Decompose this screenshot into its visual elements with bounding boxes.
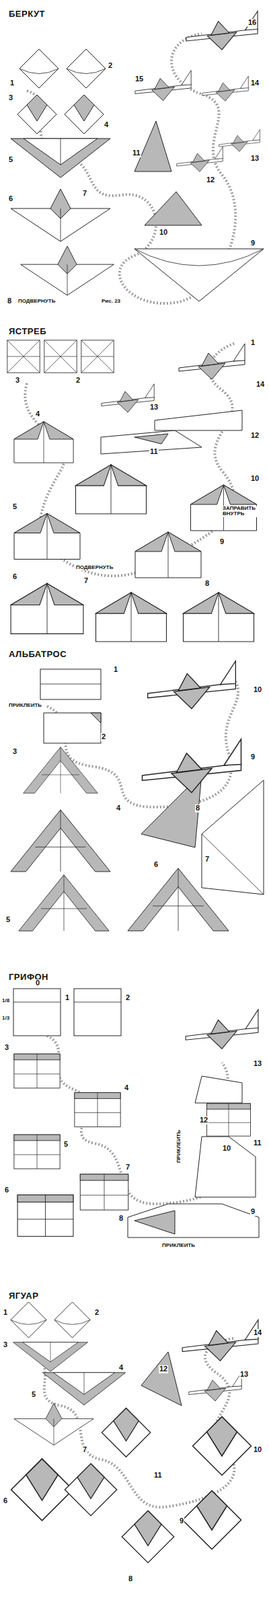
step-number: 8 [118,1214,124,1223]
step-number: 13 [250,154,260,163]
step-number: 10 [252,685,263,695]
step-number: 6 [153,860,159,869]
step-number: 9 [250,239,256,248]
step-number: 5 [30,1390,37,1399]
instruction-note: ПРИКЛЕИТЬ [8,702,43,709]
step-number: 4 [34,410,41,419]
step-number: 4 [118,1363,124,1372]
step-number: 3 [8,94,14,103]
step-number: 13 [149,403,159,412]
step-number: 15 [134,75,144,84]
step-number: 10 [250,474,260,483]
step-number: 11 [149,447,159,456]
step-number: 11 [252,1139,263,1148]
step-number: 13 [239,1370,249,1379]
instruction-note: ПОДВЕРНУТЬ [75,564,114,571]
section-title: БЕРКУТ [8,9,46,19]
step-number: 8 [195,804,201,813]
instruction-note: ПРИКЛЕИТЬ [176,1129,182,1164]
step-number: 12 [199,1116,209,1125]
step-number: 9 [219,538,225,547]
step-number: 3 [14,376,21,385]
step-number: 9 [250,753,256,762]
step-number: 3 [4,1043,10,1052]
instruction-note: 1/3 [1,1015,11,1021]
step-number: 1 [112,665,119,674]
step-number: 7 [82,189,88,198]
step-number: 1 [64,993,70,1003]
step-number: 6 [8,195,14,204]
step-number: 5 [63,1140,69,1149]
step-number: 10 [252,1445,263,1454]
step-number: 5 [8,156,14,165]
step-number: 14 [252,1328,263,1337]
step-number: 5 [5,915,11,925]
step-number: 12 [158,1365,169,1374]
step-number: 3 [12,747,18,756]
step-number: 13 [252,1059,263,1068]
step-number: 0 [34,979,41,988]
step-number: 12 [205,176,216,185]
step-number: 1 [2,1308,9,1317]
step-number: 1 [9,79,15,88]
step-number: 2 [94,1308,100,1317]
step-number: 4 [123,1084,130,1093]
step-number: 16 [247,18,257,27]
step-number: 6 [12,572,18,582]
step-number: 8 [204,579,210,588]
step-number: 3 [2,1340,9,1350]
step-number: 1 [250,338,256,348]
section-title: ЯСТРЕБ [8,326,48,337]
instruction-note: Рис. 23 [100,298,122,304]
step-number: 11 [153,1471,163,1480]
step-number: 2 [75,376,81,385]
step-number: 2 [107,61,113,70]
step-number: 5 [12,503,18,512]
step-number: 2 [125,993,131,1003]
step-number: 14 [250,79,260,88]
step-number: 9 [178,1517,185,1526]
instruction-note: 1/8 [1,997,11,1004]
step-number: 6 [4,1186,10,1195]
step-number: 7 [125,1163,131,1172]
section-title: ГРИФОН [8,972,50,982]
step-number: 14 [255,380,265,389]
instruction-note: ПРИКЛЕИТЬ [161,1242,196,1249]
step-number: 8 [6,297,13,306]
step-number: 4 [103,121,109,130]
step-number: 6 [2,1496,9,1506]
step-number: 9 [250,1207,256,1216]
step-number: 8 [127,1574,134,1584]
step-number: 2 [100,733,107,742]
step-number: 7 [83,577,89,586]
step-number: 7 [204,855,210,864]
step-number: 7 [82,1445,88,1454]
step-number: 12 [250,431,260,440]
section-title: ЯГУАР [8,1291,40,1301]
step-number: 10 [221,1144,232,1153]
step-number: 4 [115,804,122,813]
step-number: 11 [131,149,142,158]
instruction-note: ЗАПРАВИТЬ ВНУТРЬ [221,505,263,518]
section-title: АЛЬБАТРОС [8,649,68,660]
instruction-note: ПОДВЕРНУТЬ [17,298,56,304]
step-number: 10 [158,228,169,237]
